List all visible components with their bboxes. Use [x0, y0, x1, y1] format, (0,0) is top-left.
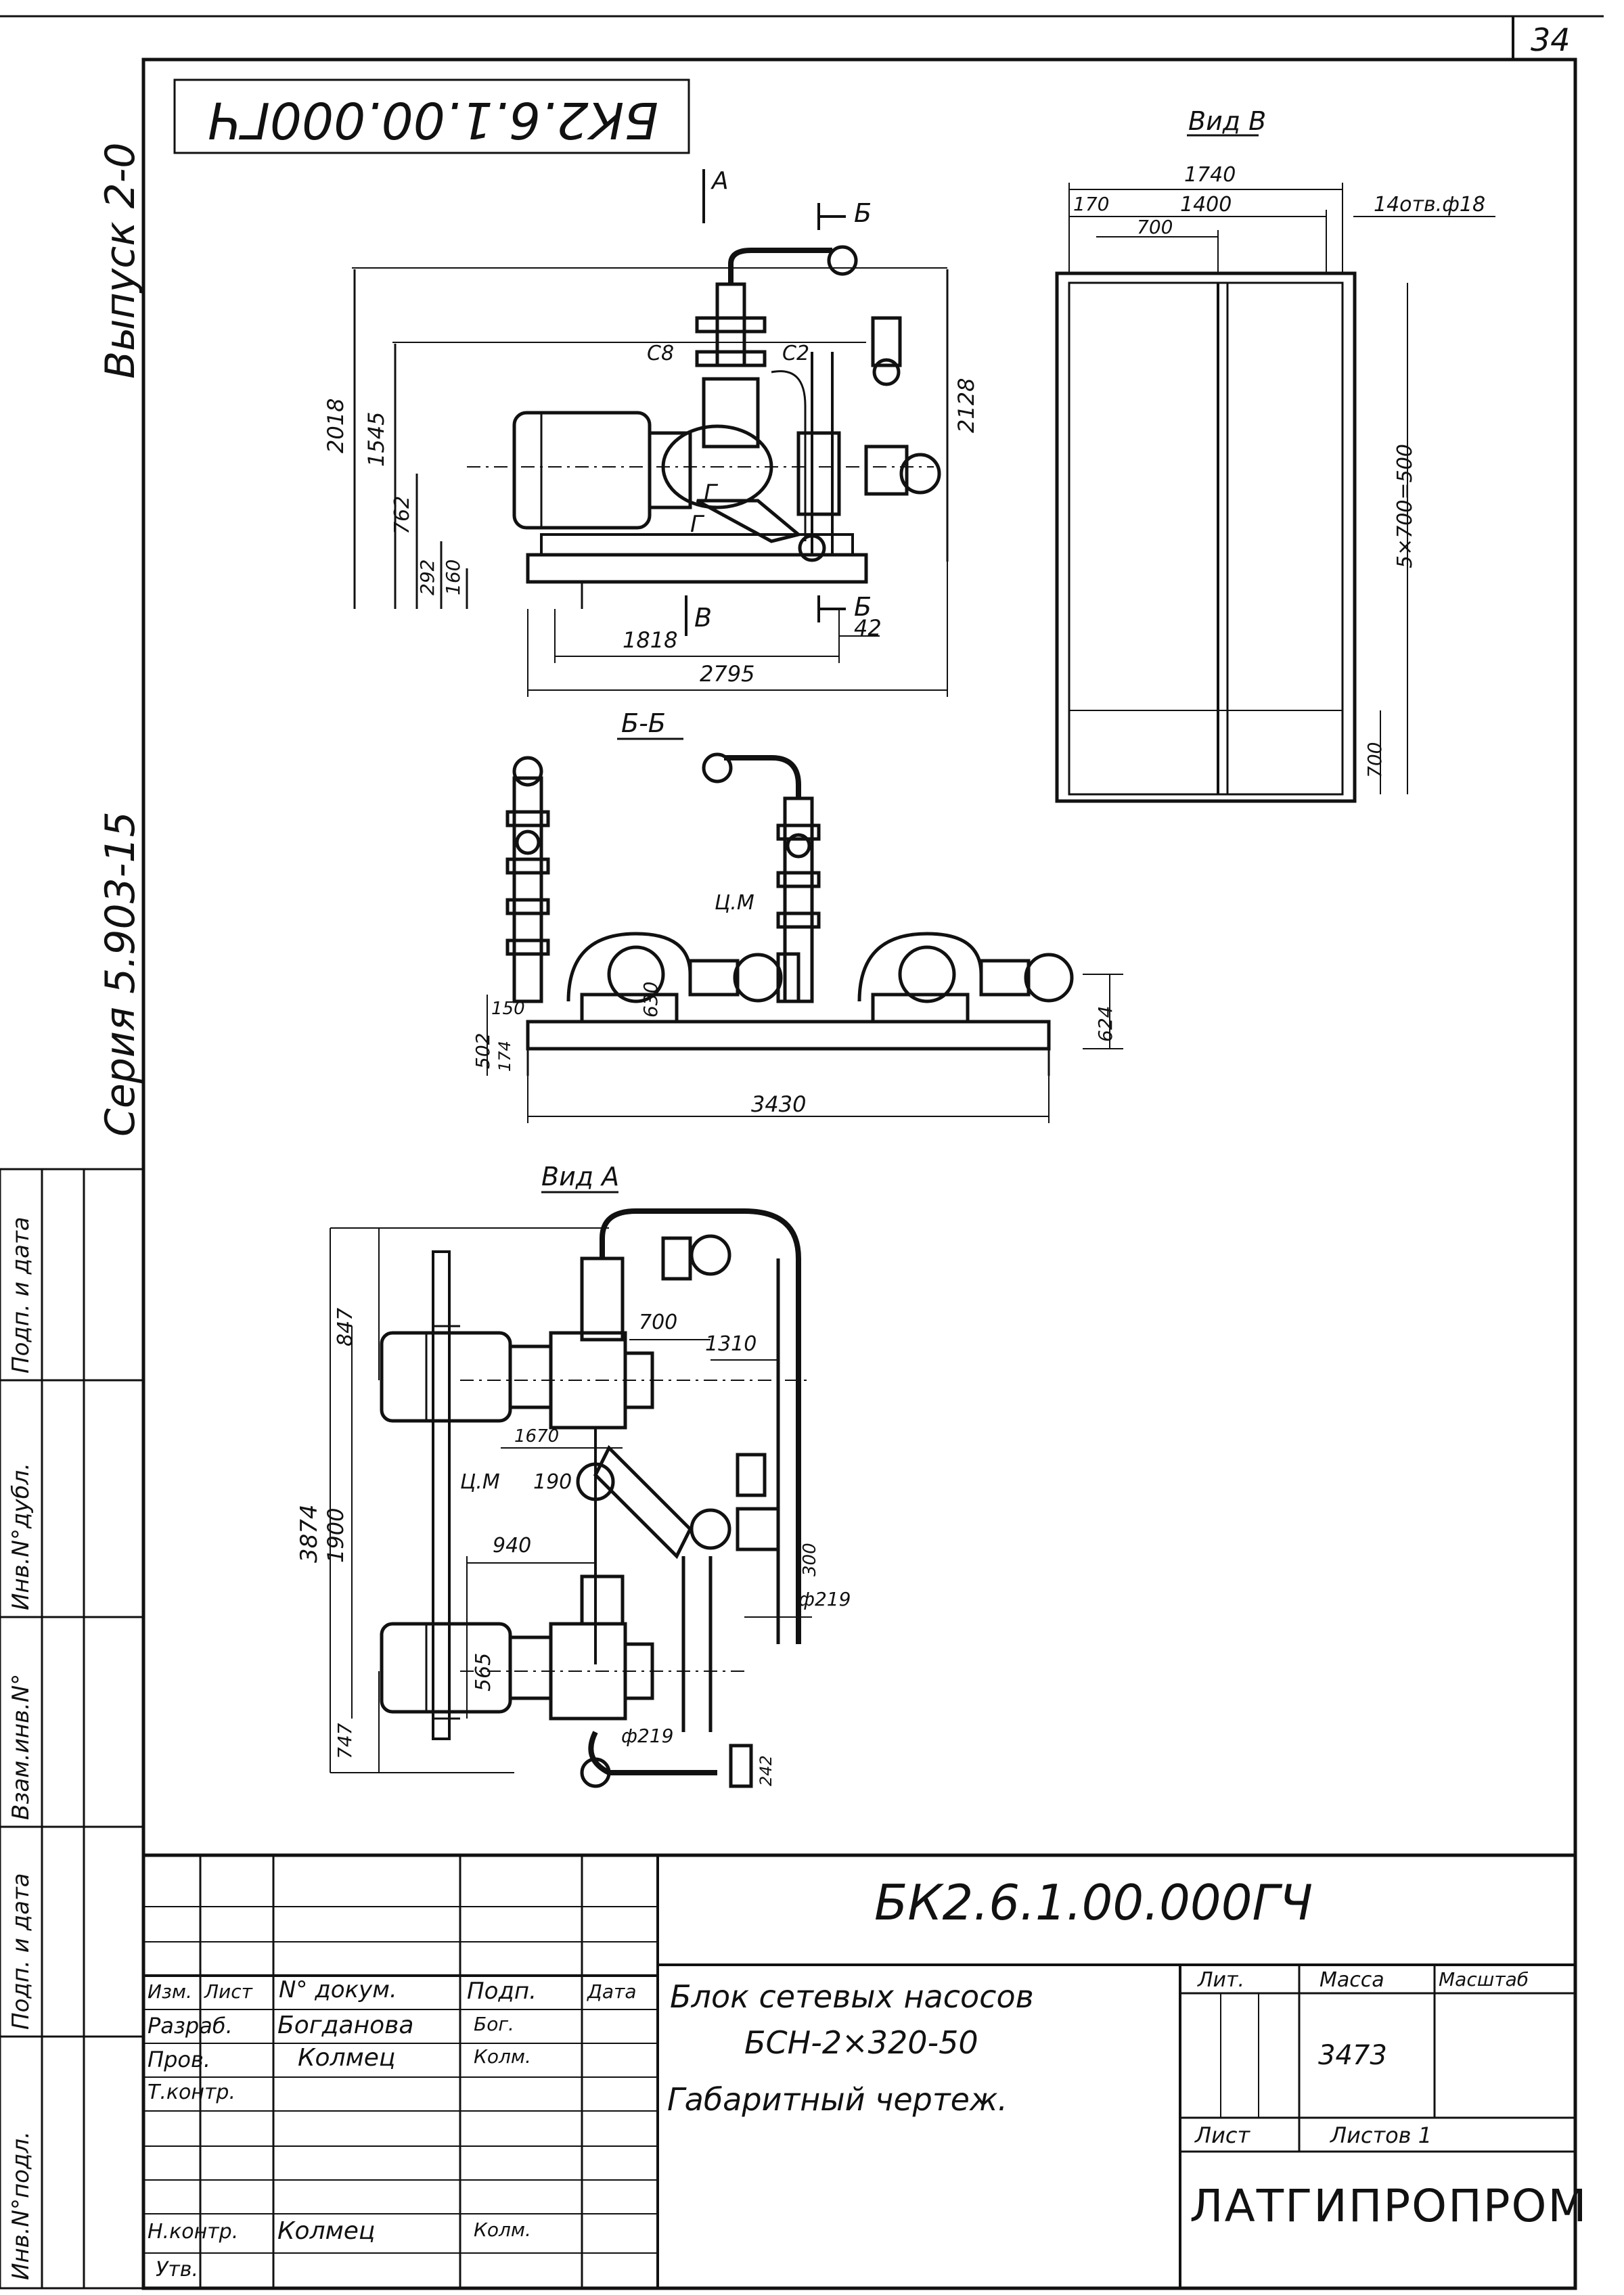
dim-d219-1: ф219 [798, 1588, 851, 1610]
dim-3874: 3874 [296, 1504, 323, 1563]
dim-630: 630 [639, 981, 662, 1018]
dim-700-top: 700 [1137, 216, 1173, 238]
sign-nkontr: Колм. [474, 2219, 531, 2241]
dim-42: 42 [854, 615, 882, 641]
dim-565: 565 [472, 1652, 495, 1691]
col-podp: Подп. [467, 1978, 537, 2005]
name-nkontr: Колмец [277, 2217, 376, 2245]
mass-value: 3473 [1318, 2040, 1387, 2071]
dim-174: 174 [495, 1041, 514, 1072]
sheet-number: 34 [1531, 22, 1571, 58]
dim-1545: 1545 [363, 411, 389, 467]
view-a-dims [330, 1227, 812, 1773]
marker-b-bottom: Б [854, 592, 872, 622]
dim-190: 190 [533, 1470, 572, 1494]
dim-1400: 1400 [1180, 193, 1232, 217]
scale-label: Масштаб [1439, 1968, 1529, 1991]
col-list: Лист [204, 1980, 252, 2003]
dim-1670: 1670 [514, 1426, 560, 1447]
title-name-line1: Блок сетевых насосов [670, 1978, 1034, 2015]
main-view-dims [527, 169, 948, 697]
dim-170: 170 [1073, 193, 1110, 215]
label-cm-bb: Ц.М [715, 891, 754, 915]
marker-v: В [694, 603, 713, 633]
role-tkontr: Т.контр. [148, 2081, 236, 2104]
dim-1740: 1740 [1184, 163, 1236, 187]
main-view-drawing [352, 245, 949, 609]
view-a-title: Вид А [541, 1162, 620, 1191]
section-bb-drawing [505, 752, 1074, 1076]
label-c8: С8 [647, 342, 675, 365]
dim-762: 762 [390, 495, 414, 535]
dim-502: 502 [472, 1032, 494, 1069]
dim-700-side: 700 [1363, 742, 1386, 778]
dim-1818: 1818 [623, 627, 678, 653]
section-bb-title: Б-Б [621, 708, 666, 738]
role-utv: Утв. [156, 2258, 198, 2281]
label-g-1: Г [704, 480, 717, 507]
dim-940: 940 [493, 1534, 532, 1558]
view-v-drawing [1055, 271, 1357, 803]
stamp-inv-podl: Инв.N°подл. [7, 2131, 35, 2280]
col-data: Дата [587, 1980, 637, 2003]
label-g-2: Г [690, 511, 703, 538]
name-prov: Колмец [298, 2044, 396, 2072]
dim-150: 150 [491, 999, 525, 1019]
issue-label: Выпуск 2-0 [97, 142, 144, 379]
stamp-inv-dubl: Инв.N°дубл. [7, 1462, 35, 1610]
sign-razrab: Бог. [474, 2013, 514, 2035]
series-label: Серия 5.903-15 [97, 811, 144, 1137]
dim-2018: 2018 [323, 398, 348, 453]
stamp-vzam-inv: Взам.инв.N° [7, 1673, 35, 1820]
marker-a: А [712, 167, 729, 195]
view-v-dims [1068, 183, 1495, 794]
stamp-podp-data-1: Подп. и дата [7, 1873, 35, 2030]
role-prov: Пров. [148, 2047, 210, 2072]
lit-label: Лит. [1198, 1968, 1245, 1992]
dim-700-a: 700 [639, 1311, 678, 1334]
sheets-label: Листов 1 [1330, 2122, 1433, 2148]
title-underlines [541, 134, 1259, 1194]
sign-prov: Колм. [474, 2045, 531, 2068]
name-razrab: Богданова [277, 2012, 414, 2039]
dim-160: 160 [442, 559, 464, 595]
label-c2: С2 [782, 342, 810, 365]
dim-300: 300 [800, 1543, 820, 1576]
view-a-drawing [380, 1208, 812, 1788]
sheet-label: Лист [1195, 2122, 1250, 2148]
dim-5x700: 5×700=500 [1393, 444, 1417, 568]
dim-2128: 2128 [953, 378, 979, 433]
col-docnum: N° докум. [279, 1976, 397, 2003]
dim-d219-2: ф219 [621, 1725, 674, 1747]
dim-242: 242 [757, 1755, 775, 1786]
view-v-title: Вид В [1188, 106, 1267, 136]
organization: ЛАТГИПРОПРОМ [1190, 2180, 1588, 2232]
title-name-line3: Габаритный чертеж. [667, 2081, 1008, 2118]
role-razrab: Разраб. [148, 2013, 233, 2039]
drawing-code-upside-down: БК2.6.1.00.000ГЧ [208, 91, 658, 149]
dim-3430: 3430 [751, 1091, 807, 1117]
dim-747: 747 [334, 1723, 356, 1759]
title-designation: БК2.6.1.00.000ГЧ [874, 1874, 1313, 1931]
col-izm: Изм. [148, 1980, 192, 2003]
dim-847: 847 [334, 1307, 357, 1346]
mass-label: Масса [1320, 1968, 1384, 1992]
marker-b-top: Б [854, 198, 872, 228]
holes-note: 14отв.ф18 [1374, 193, 1486, 217]
title-name-line2: БСН-2×320-50 [744, 2024, 978, 2061]
dim-1310: 1310 [705, 1332, 757, 1356]
dim-2795: 2795 [700, 661, 755, 687]
stamp-podp-data-2: Подп. и дата [7, 1217, 35, 1373]
section-bb-dims [487, 974, 1123, 1123]
dim-292: 292 [416, 559, 438, 595]
role-nkontr: Н.контр. [148, 2220, 239, 2244]
dim-1900: 1900 [323, 1507, 348, 1563]
label-cm-a: Ц.М [460, 1470, 500, 1494]
dim-624: 624 [1094, 1005, 1116, 1042]
